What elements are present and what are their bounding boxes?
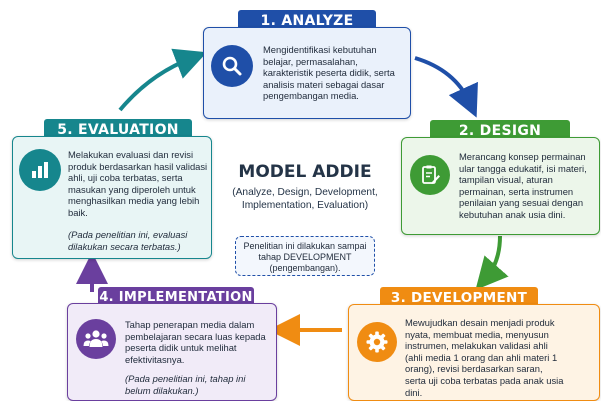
design-description: Merancang konsep permainan ular tangga e…	[459, 151, 587, 220]
gear-icon	[357, 322, 397, 362]
evaluation-description: Melakukan evaluasi dan revisi produk ber…	[68, 149, 208, 218]
evaluation-badge: 5. EVALUATION	[44, 119, 192, 141]
arrow-design-to-development	[475, 235, 509, 291]
development-description: Mewujudkan desain menjadi produk nyata, …	[405, 317, 564, 398]
analyze-badge: 1. ANALYZE	[238, 10, 376, 32]
scope-note-box: Penelitian ini dilakukan sampai tahap DE…	[235, 236, 375, 276]
group-icon	[76, 319, 116, 359]
implementation-description: Tahap penerapan media dalam pembelajaran…	[125, 319, 266, 365]
clipboard-pencil-icon	[410, 155, 450, 195]
analyze-description: Mengidentifikasi kebutuhan belajar, perm…	[263, 44, 395, 102]
arrow-analyze-to-design	[414, 56, 478, 118]
bar-chart-icon	[19, 149, 61, 191]
magnifier-icon	[211, 45, 253, 87]
diagram-title: MODEL ADDIE	[238, 162, 372, 182]
implementation-note: (Pada penelitian ini, tahap ini belum di…	[125, 373, 246, 396]
design-badge: 2. DESIGN	[430, 120, 570, 142]
development-badge: 3. DEVELOPMENT	[380, 287, 538, 309]
diagram-subtitle: (Analyze, Design, Development, Implement…	[232, 187, 378, 211]
arrow-evaluation-to-analyze	[118, 48, 207, 112]
evaluation-note: (Pada penelitian ini, evaluasi dilakukan…	[68, 229, 188, 252]
